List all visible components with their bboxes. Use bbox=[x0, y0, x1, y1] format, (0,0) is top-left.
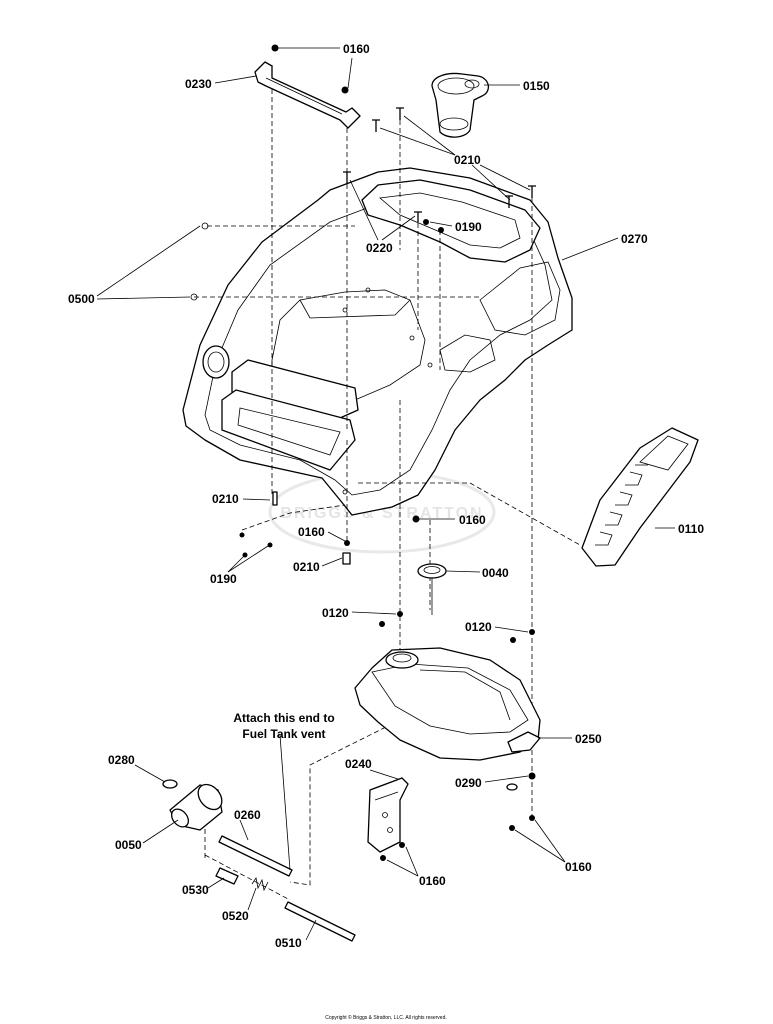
hose-clamp-0280 bbox=[162, 779, 178, 789]
label-0280: 0280 bbox=[108, 753, 135, 767]
fuel-filter-0050 bbox=[169, 783, 223, 831]
watermark-text: BRIGGS & STRATTON bbox=[280, 505, 483, 522]
label-0510: 0510 bbox=[275, 936, 302, 950]
label-0160-right: 0160 bbox=[565, 860, 592, 874]
label-0260: 0260 bbox=[234, 808, 261, 822]
callout-labels: 0160 0230 0150 0210 0270 0190 0220 0500 … bbox=[68, 42, 704, 950]
fuel-cap-0040 bbox=[417, 563, 447, 615]
note-line-1: Attach this end to bbox=[233, 711, 334, 725]
hardware bbox=[190, 44, 536, 861]
label-0160-mid: 0160 bbox=[459, 513, 486, 527]
label-0190-low: 0190 bbox=[210, 572, 237, 586]
pedal-plate-0110 bbox=[581, 427, 699, 567]
label-0210-low: 0210 bbox=[293, 560, 320, 574]
label-0190-top: 0190 bbox=[455, 220, 482, 234]
label-0520: 0520 bbox=[222, 909, 249, 923]
label-0120-left: 0120 bbox=[322, 606, 349, 620]
vent-note: Attach this end to Fuel Tank vent bbox=[233, 711, 334, 741]
label-0210-top: 0210 bbox=[454, 153, 481, 167]
copyright-text: Copyright © Briggs & Stratton, LLC. All … bbox=[325, 1014, 447, 1021]
label-0240: 0240 bbox=[345, 757, 372, 771]
label-0160-bracket: 0160 bbox=[419, 874, 446, 888]
label-0270: 0270 bbox=[621, 232, 648, 246]
label-0120-right: 0120 bbox=[465, 620, 492, 634]
fuel-hose-0260 bbox=[218, 835, 293, 877]
label-0230: 0230 bbox=[185, 77, 212, 91]
label-0160-small: 0160 bbox=[298, 525, 325, 539]
label-0500: 0500 bbox=[68, 292, 95, 306]
label-0250: 0250 bbox=[575, 732, 602, 746]
label-0210-left: 0210 bbox=[212, 492, 239, 506]
label-0530: 0530 bbox=[182, 883, 209, 897]
hose-fitting-0530 bbox=[215, 867, 239, 885]
label-0040: 0040 bbox=[482, 566, 509, 580]
spring-0520 bbox=[251, 876, 269, 892]
label-0290: 0290 bbox=[455, 776, 482, 790]
bracket-0230 bbox=[254, 61, 361, 129]
label-0150: 0150 bbox=[523, 79, 550, 93]
fuel-tank-0250 bbox=[354, 647, 541, 761]
fuel-hose-0510 bbox=[284, 901, 356, 942]
cup-holder-0150 bbox=[431, 72, 489, 138]
note-line-2: Fuel Tank vent bbox=[242, 727, 325, 741]
label-0220: 0220 bbox=[366, 241, 393, 255]
label-0160-top: 0160 bbox=[343, 42, 370, 56]
leader-lines bbox=[96, 47, 675, 941]
label-0110: 0110 bbox=[678, 522, 704, 536]
tank-bracket-0240 bbox=[367, 777, 409, 853]
body-pan-0270 bbox=[182, 167, 573, 516]
label-0050: 0050 bbox=[115, 838, 142, 852]
